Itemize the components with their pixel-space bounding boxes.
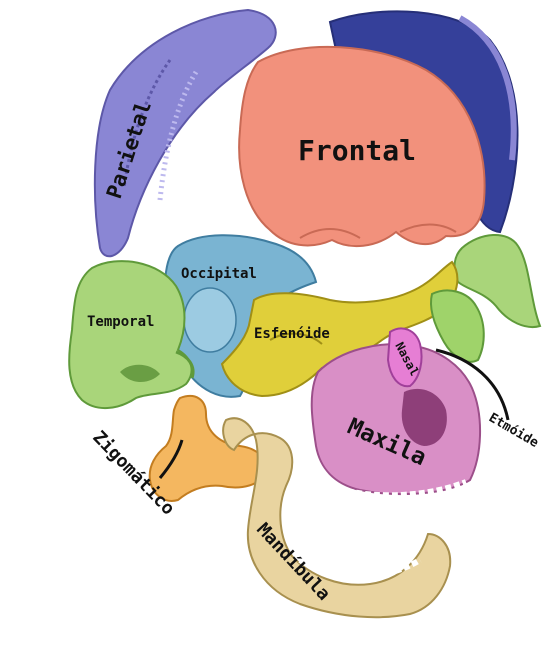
zigomatico-bone <box>150 396 267 501</box>
label-frontal: Frontal <box>298 134 416 167</box>
label-occipital: Occipital <box>181 266 257 282</box>
temporal-bone <box>69 261 193 408</box>
label-etmoide: Etmóide <box>486 410 541 450</box>
label-temporal: Temporal <box>87 314 154 330</box>
label-esfenoide: Esfenóide <box>254 326 330 342</box>
